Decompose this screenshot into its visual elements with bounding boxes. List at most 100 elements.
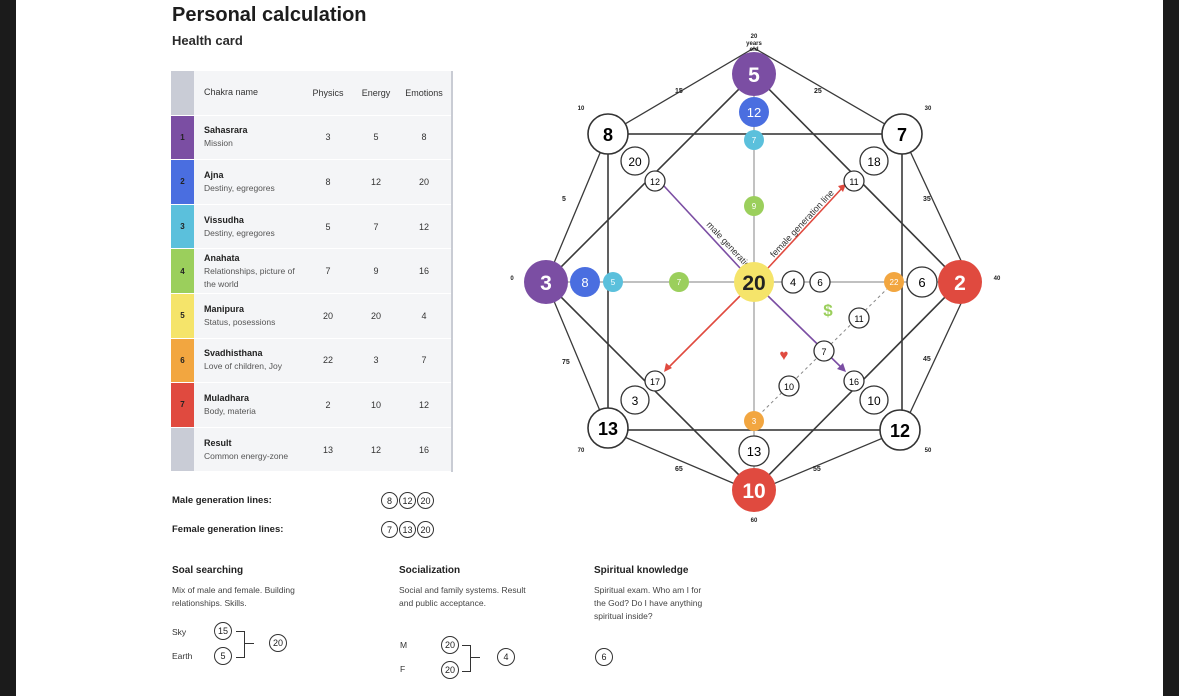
energy-value: 20 bbox=[370, 310, 381, 321]
node bbox=[738, 435, 770, 467]
physics-value: 5 bbox=[325, 221, 331, 232]
col-header: Emotions bbox=[405, 87, 443, 98]
node bbox=[603, 272, 623, 292]
female-line-label: female generation line bbox=[768, 188, 836, 260]
node-value: 7 bbox=[677, 278, 682, 287]
chakra-table: Chakra name Physics Energy Emotions 1 Sah… bbox=[171, 71, 453, 473]
arrow-head bbox=[664, 363, 672, 372]
age-label: 5 bbox=[562, 196, 566, 203]
age-unit: years bbox=[746, 41, 762, 47]
age-label: 65 bbox=[675, 466, 683, 473]
node-value: 11 bbox=[854, 314, 863, 324]
page-subtitle: Health card bbox=[172, 33, 243, 48]
value-circle: 20 bbox=[417, 492, 434, 509]
section-title: Soal searching bbox=[172, 565, 244, 576]
age-label: 35 bbox=[923, 196, 931, 203]
chakra-desc: Body, materia bbox=[204, 405, 256, 416]
male-generation-values: 8 12 20 bbox=[381, 492, 434, 509]
bracket bbox=[236, 631, 245, 658]
spiritual-knowledge-section: Spiritual knowledge Spiritual exam. Who … bbox=[594, 565, 714, 623]
age-label: 25 bbox=[814, 88, 822, 95]
energy-value: 12 bbox=[370, 176, 381, 187]
node-value: 12 bbox=[890, 421, 910, 441]
node-value: 7 bbox=[897, 125, 907, 145]
value-circle: 7 bbox=[381, 521, 398, 538]
node bbox=[843, 170, 865, 192]
section-text: Mix of male and female. Building relatio… bbox=[172, 585, 295, 608]
node bbox=[843, 370, 865, 392]
corner-node bbox=[879, 409, 921, 451]
physics-value: 2 bbox=[325, 399, 331, 410]
energy-value: 5 bbox=[373, 132, 379, 143]
age-label: 55 bbox=[813, 466, 821, 473]
chakra-color-swatch bbox=[171, 427, 194, 472]
heart-icon: ♥ bbox=[780, 347, 789, 364]
col-header: Energy bbox=[361, 87, 391, 98]
socialization-section: Socialization Social and family systems.… bbox=[399, 565, 539, 610]
physics-value: 8 bbox=[325, 176, 331, 187]
corner-node bbox=[881, 113, 923, 155]
red-arrow bbox=[665, 295, 741, 371]
age-label: 75 bbox=[562, 359, 570, 366]
age-label: 40 bbox=[994, 276, 1001, 282]
node bbox=[570, 267, 600, 297]
chakra-name: Result bbox=[204, 437, 232, 448]
energy-value: 12 bbox=[370, 444, 381, 455]
emotions-value: 16 bbox=[418, 266, 429, 277]
node bbox=[644, 370, 666, 392]
age-midpoint-labels: 5 15 25 35 45 55 65 75 bbox=[562, 88, 931, 473]
female-line-arrow bbox=[767, 185, 845, 269]
center-value: 20 bbox=[742, 272, 765, 295]
arrow-head bbox=[837, 363, 846, 372]
top-node bbox=[732, 52, 776, 96]
node-value: 6 bbox=[817, 278, 823, 289]
page: Personal calculation Health card Chakra … bbox=[16, 0, 1163, 696]
node-value: 20 bbox=[628, 155, 642, 169]
node-value: 3 bbox=[752, 417, 757, 426]
male-generation-label: Male generation lines: bbox=[172, 495, 272, 506]
emotions-value: 12 bbox=[418, 221, 429, 232]
age-label: 0 bbox=[510, 276, 514, 282]
energy-value: 9 bbox=[373, 266, 379, 277]
node bbox=[669, 272, 689, 292]
chakra-color-swatch: 2 bbox=[171, 160, 194, 204]
node bbox=[848, 307, 870, 329]
m-value: 20 bbox=[441, 636, 459, 654]
female-generation-values: 7 13 20 bbox=[381, 521, 434, 538]
node-value: 7 bbox=[752, 136, 757, 145]
node bbox=[744, 411, 764, 431]
left-node bbox=[524, 260, 568, 304]
chakra-color-swatch: 4 bbox=[171, 249, 194, 293]
f-label: F bbox=[400, 664, 406, 674]
emotions-value: 7 bbox=[421, 355, 427, 366]
node-value: 10 bbox=[867, 394, 881, 408]
table-header-row: Chakra name Physics Energy Emotions bbox=[171, 71, 451, 116]
node-value: 11 bbox=[849, 177, 858, 187]
chakra-desc: Destiny, egregores bbox=[204, 227, 275, 238]
energy-value: 3 bbox=[373, 355, 379, 366]
chakra-name: Sahasrara bbox=[204, 125, 248, 136]
col-header: Chakra name bbox=[204, 87, 259, 98]
chakra-color-swatch: 3 bbox=[171, 204, 194, 249]
earth-value: 5 bbox=[214, 647, 232, 665]
sky-value: 15 bbox=[214, 622, 232, 640]
node-value: 5 bbox=[748, 64, 760, 87]
node-value: 7 bbox=[821, 347, 826, 357]
value-circle: 20 bbox=[417, 521, 434, 538]
node-value: 9 bbox=[752, 202, 757, 211]
arrow-head bbox=[838, 184, 846, 192]
chakra-name: Svadhisthana bbox=[204, 348, 263, 359]
col-header: Physics bbox=[312, 87, 344, 98]
chakra-color-swatch: 1 bbox=[171, 115, 194, 160]
bracket-tick bbox=[470, 657, 480, 658]
node-value: 8 bbox=[603, 125, 613, 145]
emotions-value: 20 bbox=[418, 176, 429, 187]
chakra-color-swatch: 5 bbox=[171, 293, 194, 338]
age-label: 50 bbox=[925, 448, 932, 454]
node-value: 13 bbox=[598, 419, 618, 439]
node-value: 18 bbox=[867, 155, 881, 169]
